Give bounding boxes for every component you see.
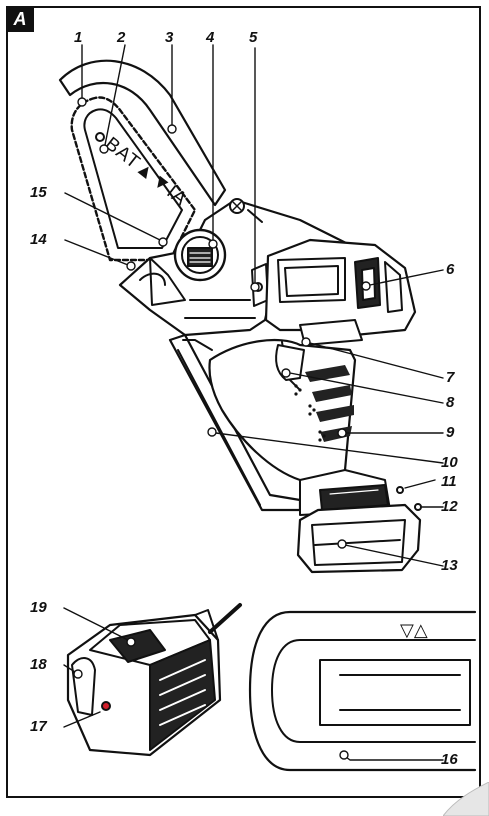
direction-symbols: ▽△ — [400, 620, 428, 641]
callout-4: 4 — [206, 29, 215, 46]
callout-3: 3 — [165, 29, 174, 46]
charger-cable — [208, 603, 242, 634]
leader-lines — [63, 44, 444, 761]
callout-11: 11 — [441, 473, 457, 490]
panel-letter: A — [13, 8, 27, 29]
callout-9: 9 — [446, 424, 455, 441]
callout-1: 1 — [74, 29, 83, 46]
callout-7: 7 — [446, 369, 455, 386]
callout-5: 5 — [249, 29, 258, 46]
callout-19: 19 — [30, 599, 47, 616]
callout-18: 18 — [30, 656, 47, 673]
callout-8: 8 — [446, 394, 455, 411]
callout-14: 14 — [30, 231, 47, 248]
callout-10: 10 — [441, 454, 458, 471]
chain-guard — [58, 59, 227, 207]
callout-17: 17 — [30, 718, 47, 735]
callout-6: 6 — [446, 261, 455, 278]
figure-frame — [6, 6, 481, 798]
guide-bar-with-chain — [70, 96, 197, 262]
chain-tension-knob — [173, 228, 227, 282]
callout-15: 15 — [30, 184, 47, 201]
callout-12: 12 — [441, 498, 458, 515]
callout-16: 16 — [441, 751, 458, 768]
panel-letter-badge: A — [6, 6, 34, 32]
callout-13: 13 — [441, 557, 458, 574]
page-curl-decoration — [443, 782, 489, 816]
callout-2: 2 — [117, 29, 126, 46]
